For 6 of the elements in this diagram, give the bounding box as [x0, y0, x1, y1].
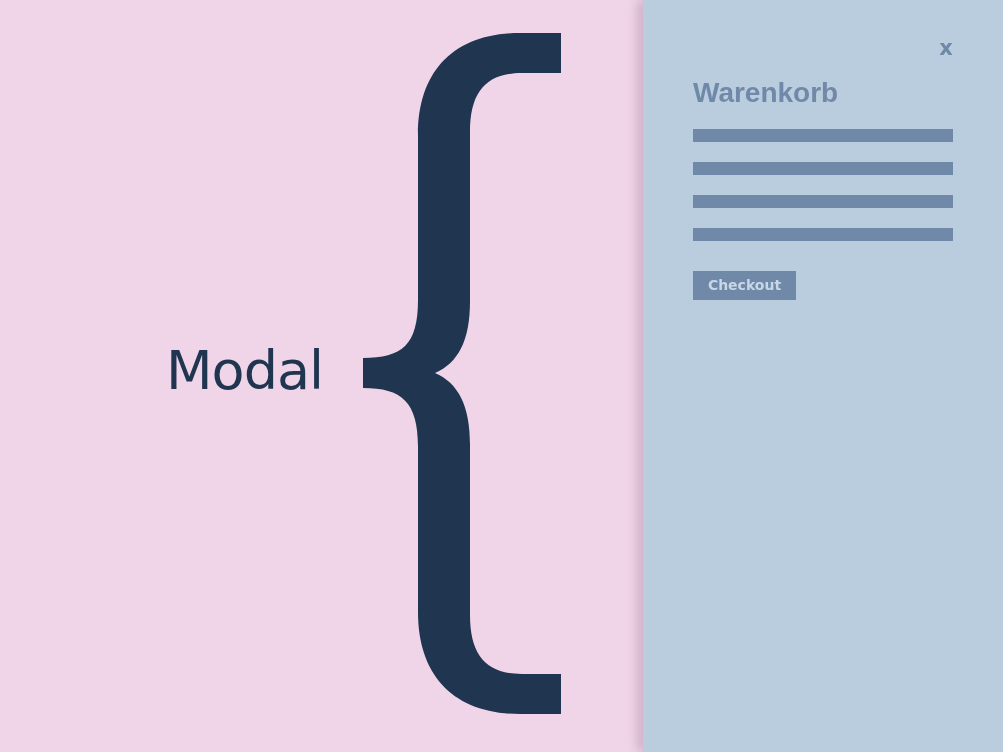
curly-brace — [363, 33, 561, 714]
side-panel — [643, 0, 1003, 752]
checkout-button: Checkout — [693, 271, 796, 300]
label-text: Modal — [166, 338, 323, 404]
close-button: x — [935, 36, 957, 60]
panel-title: Warenkorb — [693, 76, 839, 110]
